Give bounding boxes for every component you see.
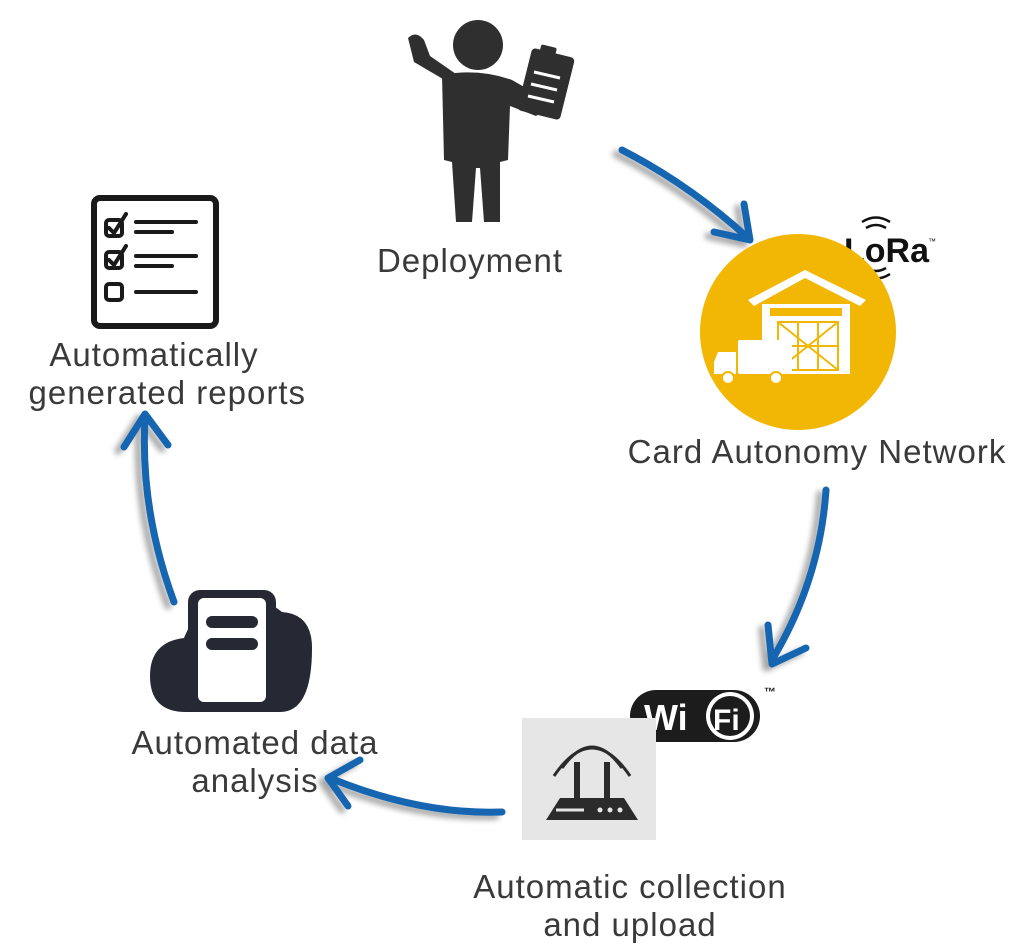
- svg-text:™: ™: [928, 237, 936, 246]
- arrow-head-2: [764, 621, 810, 668]
- arrow-network-to-collection: [768, 486, 830, 664]
- deployment-label: Deployment: [376, 242, 564, 279]
- cycle-arrows: [120, 146, 830, 816]
- collection-label: Automatic collection and upload: [440, 868, 820, 944]
- arrow-head-4: [120, 410, 172, 451]
- arrow-head-1: [710, 200, 754, 244]
- collection-label-line2: and upload: [543, 906, 717, 943]
- analysis-label-line1: Automated data: [131, 724, 379, 761]
- arrow-analysis-to-reports: [140, 414, 178, 606]
- checklist-icon: [91, 195, 219, 329]
- svg-text:™: ™: [764, 685, 776, 699]
- svg-text:Fi: Fi: [713, 704, 740, 737]
- reports-label: Automatically generated reports: [0, 336, 306, 412]
- analysis-label: Automated data analysis: [100, 724, 410, 800]
- arrow-collection-to-analysis: [326, 774, 506, 816]
- analysis-label-line2: analysis: [191, 762, 319, 799]
- router-icon: [522, 718, 656, 840]
- collection-label-line1: Automatic collection: [473, 868, 787, 905]
- cloud-server-icon: [150, 590, 312, 712]
- person-with-clipboard-icon: [408, 20, 575, 222]
- network-label: Card Autonomy Network: [627, 433, 1007, 470]
- reports-label-line2: generated reports: [28, 374, 306, 411]
- reports-label-line1: Automatically: [49, 336, 259, 373]
- arrow-deployment-to-network: [618, 146, 752, 242]
- arrow-head-3: [324, 756, 364, 810]
- warehouse-truck-icon: [700, 234, 896, 430]
